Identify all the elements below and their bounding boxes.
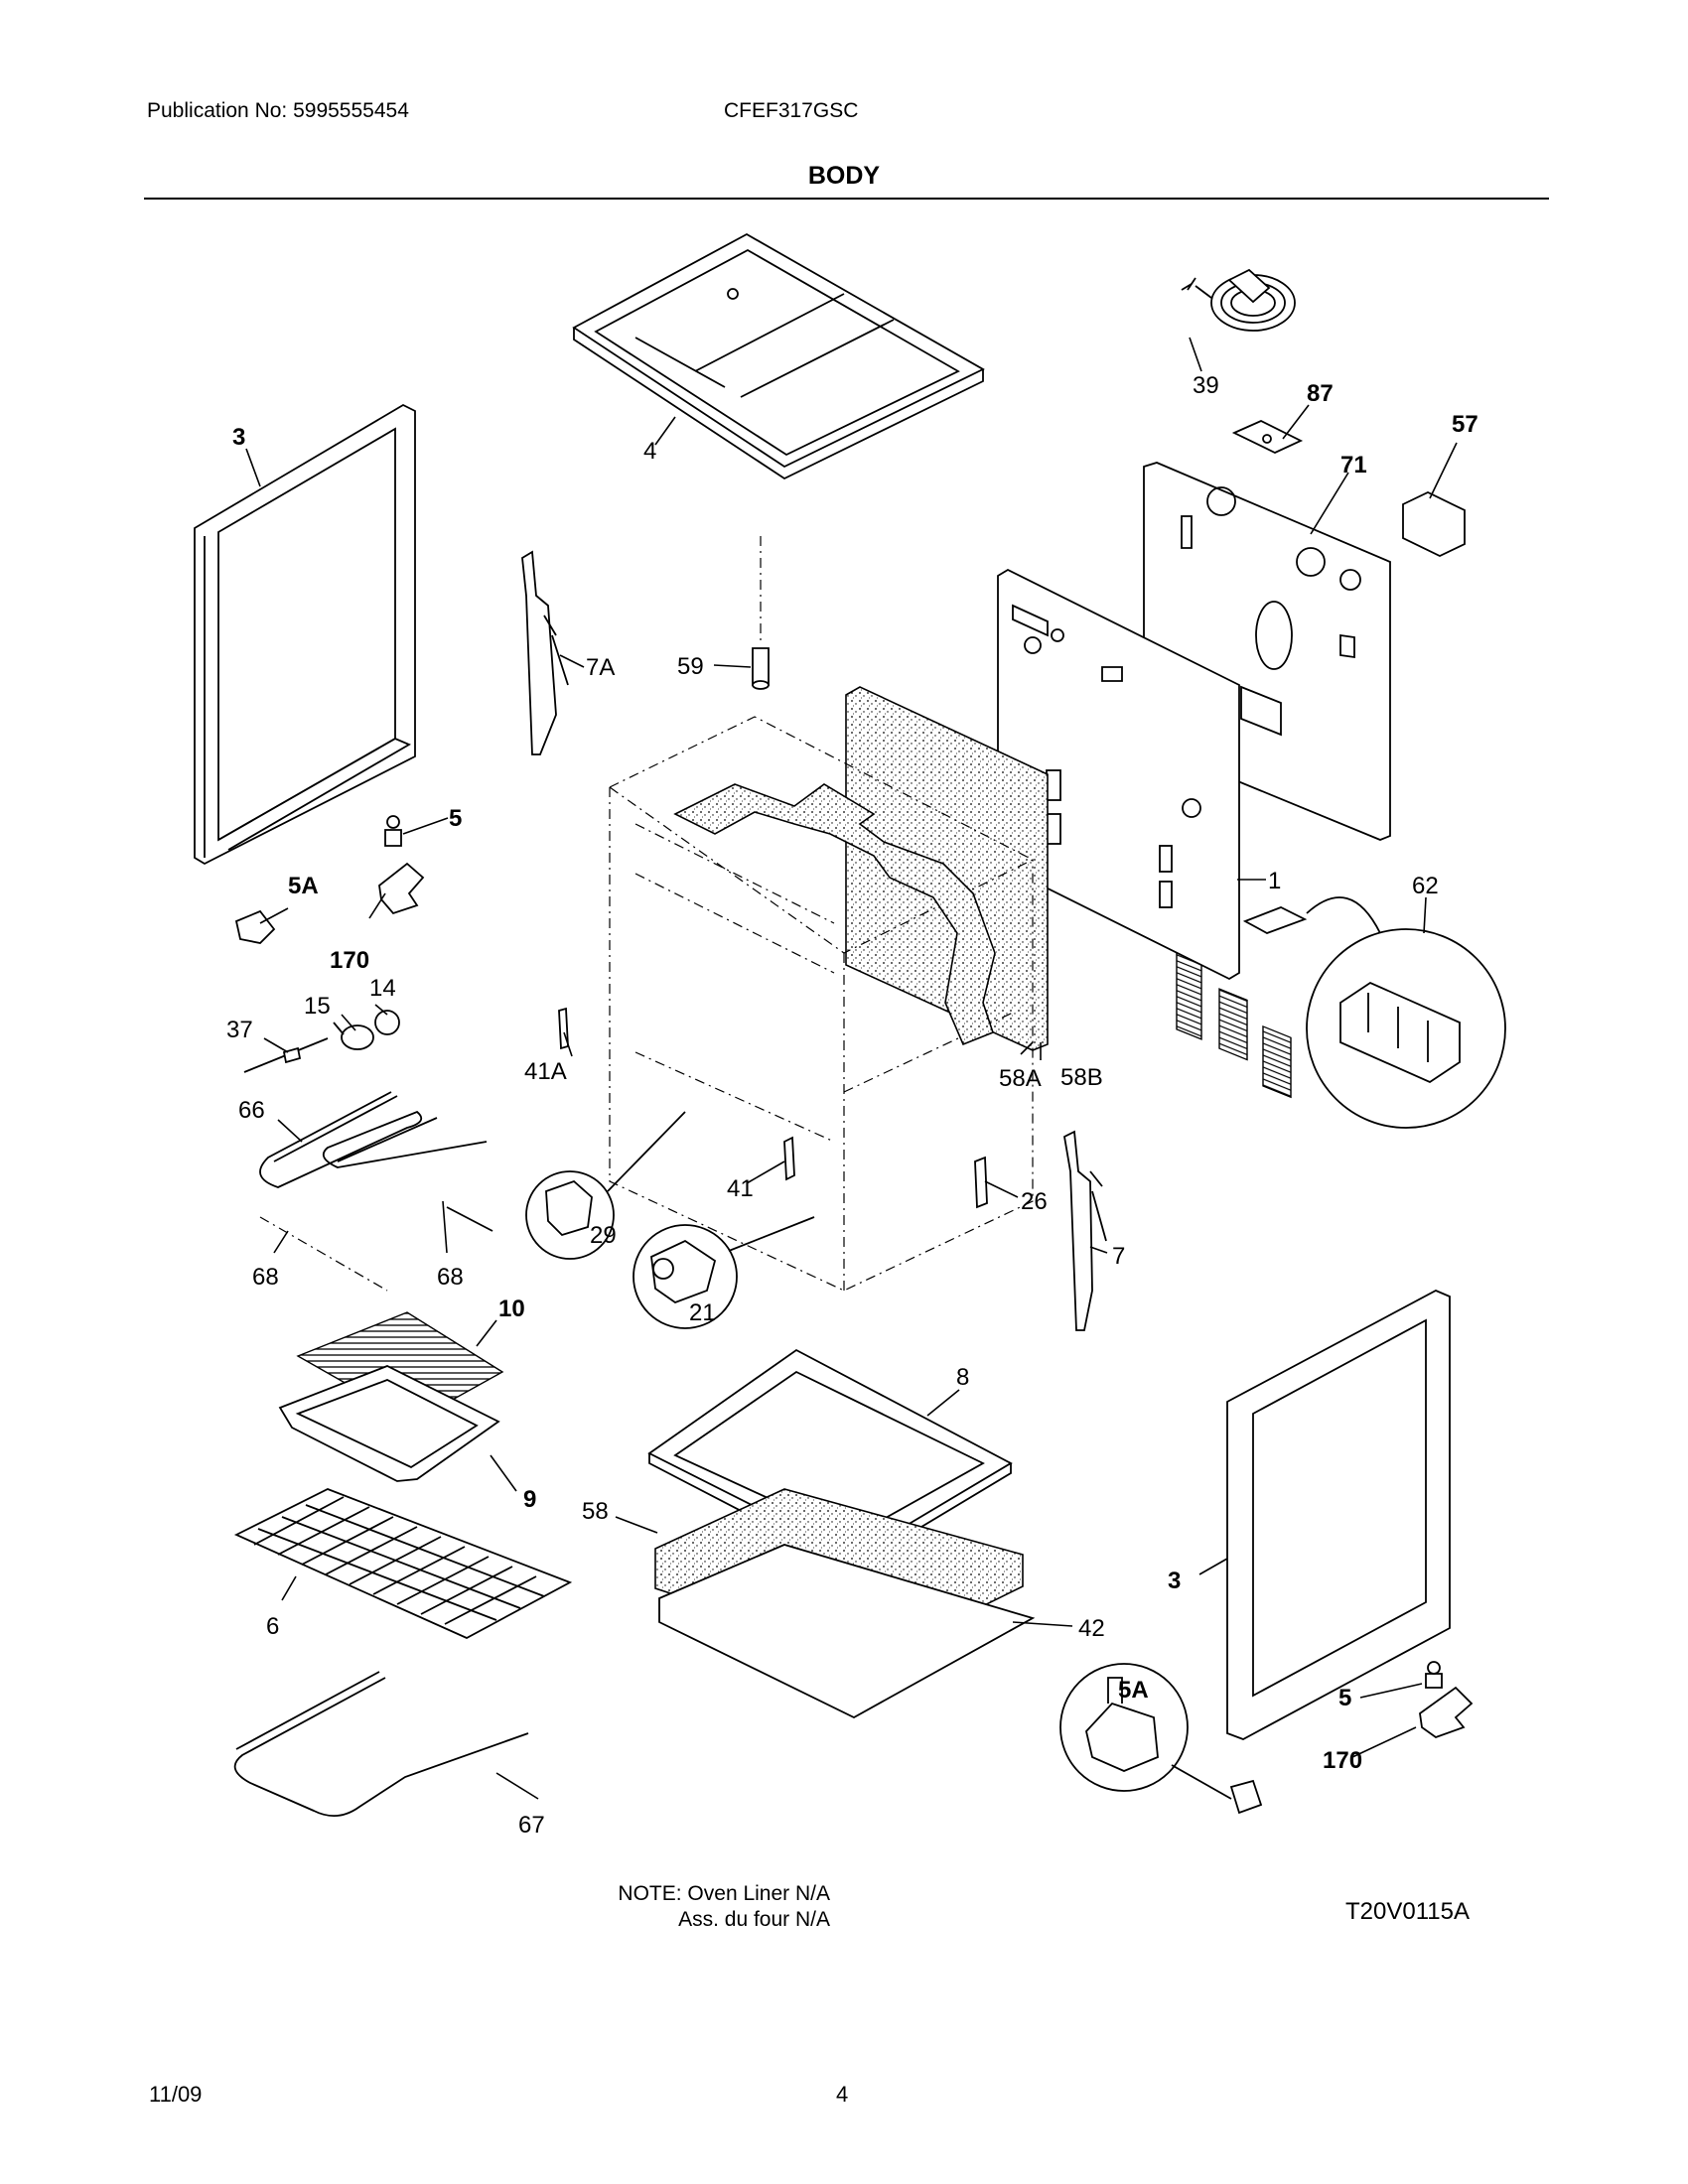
callout-29: 29 [590, 1222, 617, 1249]
part-wire-68 [259, 1206, 493, 1292]
callout-41A: 41A [524, 1058, 567, 1085]
part-leveler-left [384, 815, 402, 847]
model-number: CFEF317GSC [724, 99, 859, 122]
diagram-code: T20V0115A [1345, 1898, 1470, 1925]
callout-42: 42 [1078, 1615, 1105, 1642]
callout-labels: 3 4 39 87 71 57 7A 59 1 62 5 5A 170 14 1… [226, 372, 1478, 1839]
callout-170-right: 170 [1323, 1747, 1362, 1774]
part-bracket-26 [974, 1156, 988, 1209]
detail-circle-62 [1242, 896, 1506, 1129]
callout-14: 14 [369, 975, 396, 1002]
part-lamp-socket [374, 1010, 400, 1035]
callout-5A-left: 5A [288, 873, 319, 899]
part-hinge-right [1063, 1130, 1107, 1331]
part-bracket-87 [1231, 420, 1304, 454]
callout-66: 66 [238, 1097, 265, 1124]
detail-circle-29 [525, 1111, 686, 1260]
note: NOTE: Oven Liner N/A Ass. du four N/A [596, 1881, 830, 1933]
callout-7A: 7A [586, 654, 615, 681]
part-hinge-left [521, 550, 569, 755]
callout-71: 71 [1340, 452, 1367, 478]
part-lamp-bulb [333, 1022, 374, 1050]
callout-57: 57 [1452, 411, 1478, 438]
callout-5A-right: 5A [1118, 1677, 1149, 1704]
part-leg [752, 536, 770, 690]
callout-62: 62 [1412, 873, 1439, 899]
callout-7: 7 [1112, 1243, 1125, 1270]
part-leveler-bracket-left [234, 909, 276, 944]
leader-lines [245, 337, 1458, 1800]
header-rule [144, 198, 1549, 200]
callout-1: 1 [1268, 868, 1281, 894]
callout-4: 4 [643, 438, 656, 465]
callout-58B: 58B [1060, 1064, 1103, 1091]
part-broil-element [259, 1091, 488, 1188]
part-bracket-41 [783, 1136, 795, 1181]
callout-21: 21 [689, 1299, 716, 1326]
detail-circle-5A [1059, 1663, 1263, 1815]
callout-6: 6 [266, 1613, 279, 1640]
callout-39: 39 [1193, 372, 1219, 399]
callout-58A: 58A [999, 1065, 1042, 1092]
part-back-panel [997, 568, 1240, 981]
part-leg-bracket-left [378, 862, 425, 915]
part-side-panel-right [1226, 1290, 1451, 1740]
callout-37: 37 [226, 1017, 253, 1043]
oven-body-outline [608, 716, 1035, 1292]
callout-5-right: 5 [1338, 1685, 1351, 1711]
callout-3-left: 3 [232, 424, 245, 451]
part-broil-pan [278, 1365, 500, 1482]
callout-170-left: 170 [330, 947, 369, 974]
callout-26: 26 [1021, 1188, 1048, 1215]
part-insulation-wrap [673, 783, 996, 1046]
note-line-2: Ass. du four N/A [678, 1908, 830, 1931]
callout-87: 87 [1307, 380, 1334, 407]
callout-41: 41 [727, 1175, 754, 1202]
part-side-panel-left [194, 403, 416, 866]
publication-number: Publication No: 5995555454 [147, 99, 409, 122]
page-number: 4 [836, 2082, 849, 2107]
part-power-cord [1181, 268, 1296, 332]
footer-date: 11/09 [149, 2082, 203, 2107]
callout-68-left: 68 [252, 1264, 279, 1291]
callout-15: 15 [304, 993, 331, 1020]
note-line-1: NOTE: Oven Liner N/A [618, 1882, 830, 1905]
part-leg-bracket-right [1419, 1686, 1474, 1739]
callout-5-left: 5 [449, 805, 462, 832]
part-top-panel [572, 232, 985, 480]
part-bottom-panel [658, 1544, 1036, 1719]
part-bake-element [233, 1671, 529, 1817]
callout-68-right: 68 [437, 1264, 464, 1291]
part-oven-rack [233, 1488, 573, 1640]
part-cover-57 [1402, 491, 1466, 557]
part-sensor-37 [243, 1037, 329, 1073]
callout-3-right: 3 [1168, 1568, 1181, 1594]
callout-8: 8 [956, 1364, 969, 1391]
callout-9: 9 [523, 1486, 536, 1513]
callout-59: 59 [677, 653, 704, 680]
callout-10: 10 [498, 1296, 525, 1322]
detail-circle-21 [633, 1216, 815, 1329]
part-leveler-right [1425, 1661, 1443, 1689]
callout-67: 67 [518, 1812, 545, 1839]
page-title: BODY [807, 162, 881, 190]
callout-58: 58 [582, 1498, 609, 1525]
